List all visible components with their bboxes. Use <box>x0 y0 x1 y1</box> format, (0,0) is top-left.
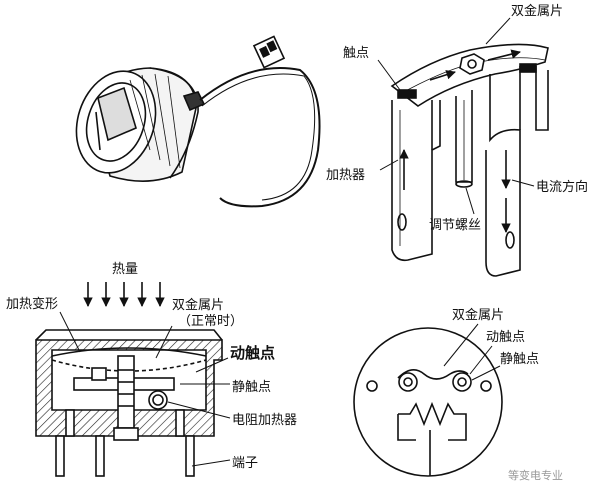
terminal-label: 端子 <box>232 456 259 471</box>
cross-section-drawing <box>35 282 231 477</box>
heat-label: 热量 <box>112 262 139 277</box>
normal-state-label: （正常时） <box>178 314 244 329</box>
adjust-screw-label: 调节螺丝 <box>429 218 482 233</box>
heat-deform-label: 加热变形 <box>6 297 59 312</box>
bimetal-normal-label: 双金属片 <box>172 298 225 313</box>
bimetal-top-label: 双金属片 <box>452 308 505 323</box>
resistor-heater-label: 电阻加热器 <box>232 413 298 428</box>
current-direction-label: 电流方向 <box>536 180 589 195</box>
static-contact-top-label: 静触点 <box>500 352 540 367</box>
bimetal-mechanism-drawing <box>377 17 549 277</box>
moving-contact-label: 动触点 <box>230 344 276 362</box>
top-view-drawing <box>353 323 503 477</box>
moving-contact-top-label: 动触点 <box>486 330 526 345</box>
heater-label: 加热器 <box>326 168 366 183</box>
thermostat-photo-drawing <box>75 35 321 208</box>
contact-label: 触点 <box>343 46 370 61</box>
bimetal-label: 双金属片 <box>511 4 564 19</box>
static-contact-label: 静触点 <box>232 380 272 395</box>
watermark: 等变电专业 <box>508 469 563 482</box>
